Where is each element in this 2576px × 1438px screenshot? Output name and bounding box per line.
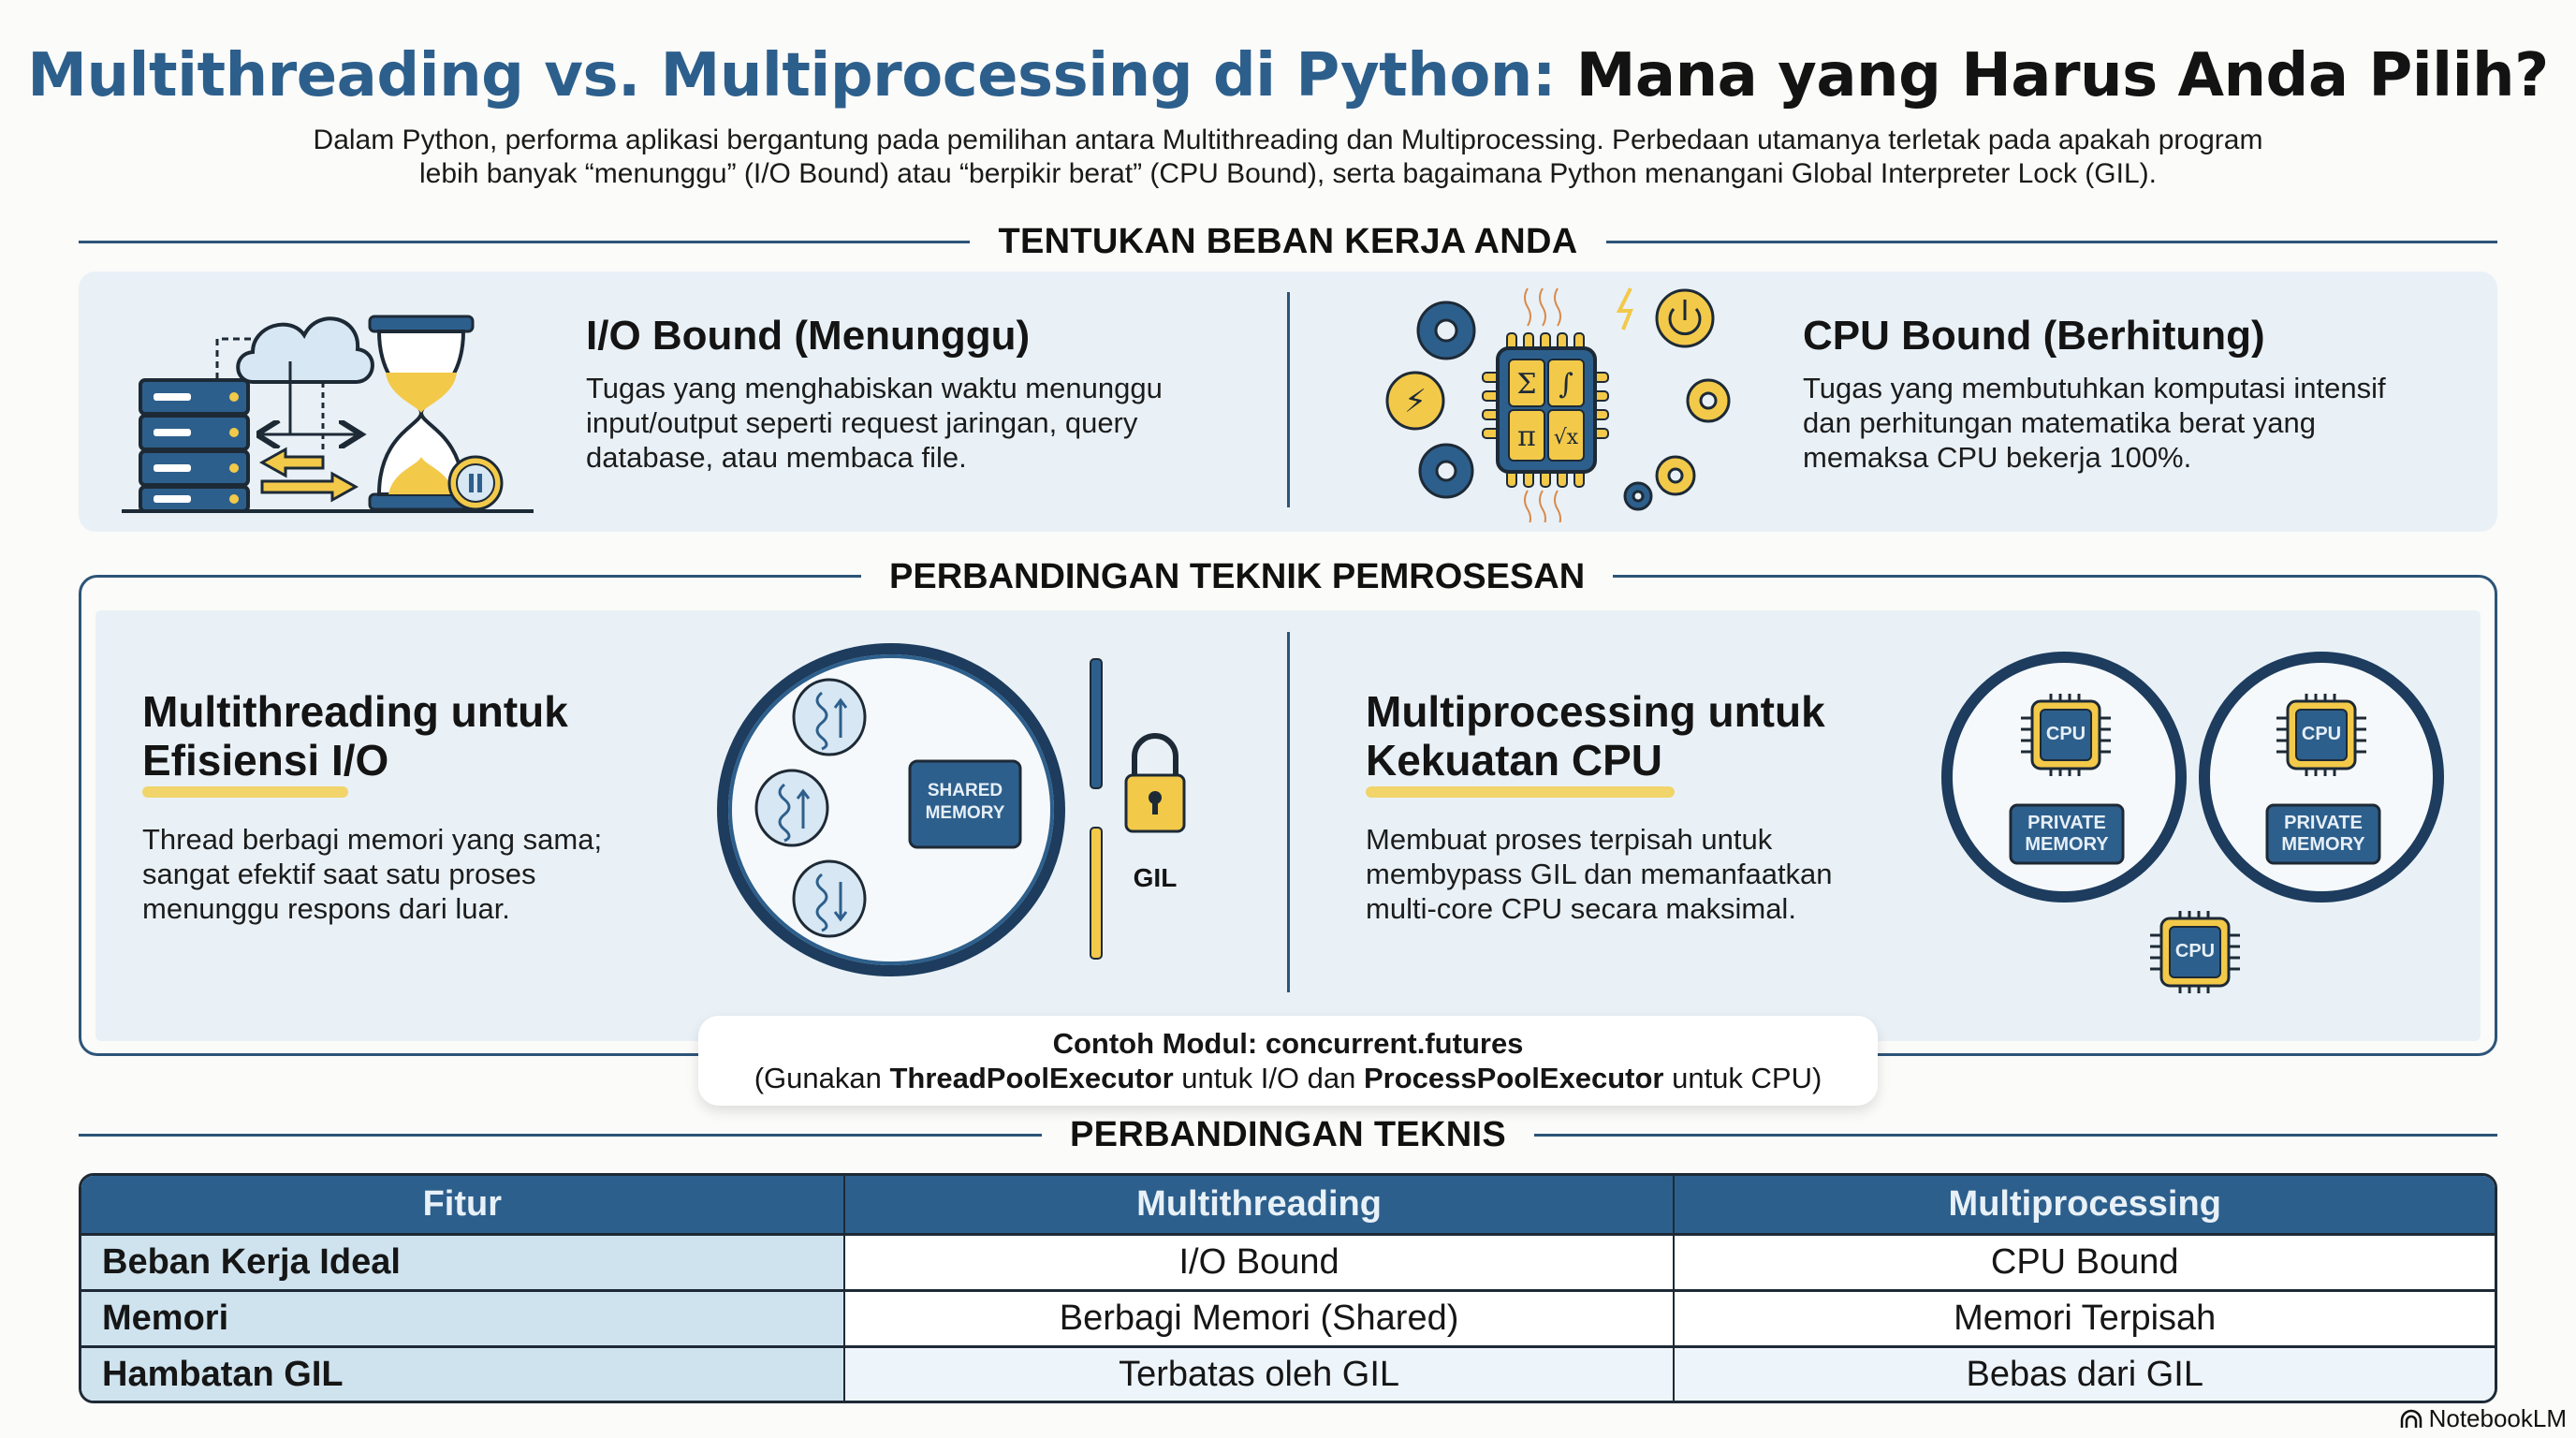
table-cell: Berbagi Memori (Shared) — [843, 1290, 1676, 1348]
module-example-callout: Contoh Modul: concurrent.futures (Gunaka… — [698, 1016, 1878, 1106]
processpool-executor-name: ProcessPoolExecutor — [1364, 1062, 1664, 1094]
vertical-divider — [1287, 292, 1290, 507]
table-cell: CPU Bound — [1674, 1234, 2495, 1292]
title-line: Efisiensi I/O — [142, 736, 389, 785]
cpu-bound-title: CPU Bound (Berhitung) — [1803, 313, 2265, 359]
desc-line: Tugas yang menghabiskan waktu menunggu — [586, 372, 1163, 404]
feature-cell: Beban Kerja Ideal — [81, 1234, 845, 1292]
section-title: TENTUKAN BEBAN KERJA ANDA — [998, 221, 1578, 261]
label-line: PRIVATE — [2284, 813, 2363, 833]
title-line: Kekuatan CPU — [1366, 736, 1662, 785]
desc-line: multi-core CPU secara maksimal. — [1366, 892, 1796, 925]
notebooklm-logo-icon — [2400, 1409, 2422, 1428]
section-title: PERBANDINGAN TEKNIS — [1070, 1114, 1506, 1154]
label-line: MEMORY — [925, 803, 1005, 823]
desc-line: Membuat proses terpisah untuk — [1366, 823, 1773, 856]
multiprocessing-title: Multiprocessing untuk Kekuatan CPU — [1366, 687, 1946, 785]
cpu-bound-description: Tugas yang membutuhkan komputasi intensi… — [1803, 371, 2477, 475]
desc-line: memaksa CPU bekerja 100%. — [1803, 441, 2192, 474]
table-cell: Terbatas oleh GIL — [843, 1346, 1676, 1401]
io-bound-description: Tugas yang menghabiskan waktu menunggu i… — [586, 371, 1260, 475]
io-bound-card: I/O Bound (Menunggu) Tugas yang menghabi… — [586, 313, 1260, 475]
divider-line — [1605, 240, 2497, 243]
table-cell: I/O Bound — [843, 1234, 1676, 1292]
shared-memory-block: SHARED MEMORY — [910, 780, 1020, 825]
section-header-techniques: PERBANDINGAN TEKNIK PEMROSESAN — [861, 554, 1614, 599]
desc-line: database, atau membaca file. — [586, 441, 967, 474]
callout-detail: (Gunakan ThreadPoolExecutor untuk I/O da… — [698, 1061, 1878, 1096]
table-row: Memori Berbagi Memori (Shared) Memori Te… — [81, 1290, 2495, 1348]
io-bound-title: I/O Bound (Menunggu) — [586, 313, 1031, 359]
title-line: Multiprocessing untuk — [1366, 687, 1825, 736]
threadpool-executor-name: ThreadPoolExecutor — [889, 1062, 1174, 1094]
private-memory-block: PRIVATE MEMORY — [2267, 813, 2379, 856]
intro-paragraph: Dalam Python, performa aplikasi bergantu… — [140, 124, 2436, 191]
label-line: PRIVATE — [2027, 813, 2106, 833]
multithreading-title: Multithreading untuk Efisiensi I/O — [142, 687, 723, 785]
desc-line: membypass GIL dan memanfaatkan — [1366, 858, 1833, 890]
table-header-row: Fitur Multithreading Multiprocessing — [81, 1176, 2495, 1236]
column-header: Multithreading — [843, 1176, 1676, 1236]
cpu-chip-label: CPU — [2174, 941, 2216, 961]
table-cell: Bebas dari GIL — [1674, 1346, 2495, 1401]
desc-line: input/output seperti request jaringan, q… — [586, 406, 1138, 439]
intro-line-2: lebih banyak “menunggu” (I/O Bound) atau… — [419, 158, 2157, 189]
svg-text:√x: √x — [1554, 426, 1579, 449]
title-question: Mana yang Harus Anda Pilih? — [1575, 41, 2550, 110]
feature-cell: Hambatan GIL — [81, 1346, 845, 1401]
shared-memory-diagram: SHARED MEMORY GIL — [711, 627, 1217, 983]
cpu-chip-label: CPU — [2301, 724, 2342, 744]
desc-line: sangat efektif saat satu proses — [142, 858, 536, 890]
section-header-workload: TENTUKAN BEBAN KERJA ANDA — [79, 221, 2497, 262]
svg-text:∫: ∫ — [1559, 368, 1573, 401]
highlight-underline — [142, 786, 348, 798]
cpu-chip-label: CPU — [2045, 724, 2086, 744]
table-row: Hambatan GIL Terbatas oleh GIL Bebas dar… — [81, 1346, 2495, 1401]
server-cloud-hourglass-icon — [122, 279, 543, 518]
svg-text:π: π — [1517, 420, 1536, 453]
section-header-comparison: PERBANDINGAN TEKNIS — [79, 1114, 2498, 1155]
section-title: PERBANDINGAN TEKNIK PEMROSESAN — [889, 557, 1586, 596]
label-line: SHARED — [927, 781, 1003, 800]
table-row: Beban Kerja Ideal I/O Bound CPU Bound — [81, 1234, 2495, 1292]
text: untuk CPU) — [1663, 1062, 1822, 1094]
feature-cell: Memori — [81, 1290, 845, 1348]
cpu-bound-card: CPU Bound (Berhitung) Tugas yang membutu… — [1803, 313, 2477, 475]
desc-line: menunggu respons dari luar. — [142, 892, 510, 925]
brand-watermark: NotebookLM — [2399, 1404, 2567, 1433]
label-line: MEMORY — [2025, 834, 2109, 855]
column-header: Multiprocessing — [1674, 1176, 2495, 1236]
table-cell: Memori Terpisah — [1674, 1290, 2495, 1348]
cpu-gears-icon: ⚡ Σ ∫ π √x — [1367, 279, 1741, 529]
multiprocessing-description: Membuat proses terpisah untuk membypass … — [1366, 822, 1946, 926]
callout-title: Contoh Modul: concurrent.futures — [1052, 1027, 1524, 1060]
text: (Gunakan — [754, 1062, 890, 1094]
text: untuk I/O dan — [1173, 1062, 1364, 1094]
svg-text:⚡: ⚡ — [1404, 383, 1427, 420]
multiprocessing-card: Multiprocessing untuk Kekuatan CPU Membu… — [1366, 687, 1946, 926]
title-highlight: Multithreading vs. Multiprocessing di Py… — [27, 41, 1556, 110]
brand-name: NotebookLM — [2428, 1404, 2567, 1432]
divider-line — [1533, 1133, 2498, 1137]
label-line: MEMORY — [2281, 834, 2365, 855]
title-line: Multithreading untuk — [142, 687, 568, 736]
comparison-table: Fitur Multithreading Multiprocessing Beb… — [79, 1173, 2497, 1403]
private-memory-block: PRIVATE MEMORY — [2011, 813, 2123, 856]
desc-line: Tugas yang membutuhkan komputasi intensi… — [1803, 372, 2386, 404]
desc-line: Thread berbagi memori yang sama; — [142, 823, 603, 856]
divider-line — [79, 240, 971, 243]
vertical-divider — [1287, 632, 1290, 992]
gil-lock-label: GIL — [1133, 863, 1178, 892]
intro-line-1: Dalam Python, performa aplikasi bergantu… — [313, 125, 2263, 155]
column-header: Fitur — [81, 1176, 845, 1236]
desc-line: dan perhitungan matematika berat yang — [1803, 406, 2317, 439]
divider-line — [79, 1133, 1043, 1137]
svg-text:Σ: Σ — [1516, 368, 1536, 401]
highlight-underline — [1366, 786, 1675, 798]
multithreading-card: Multithreading untuk Efisiensi I/O Threa… — [142, 687, 723, 926]
multithreading-description: Thread berbagi memori yang sama; sangat … — [142, 822, 723, 926]
private-memory-diagram: CPU CPU CPU PRIVATE MEMORY PRIVATE MEMOR… — [1938, 646, 2462, 1011]
page-title: Multithreading vs. Multiprocessing di Py… — [0, 41, 2576, 110]
